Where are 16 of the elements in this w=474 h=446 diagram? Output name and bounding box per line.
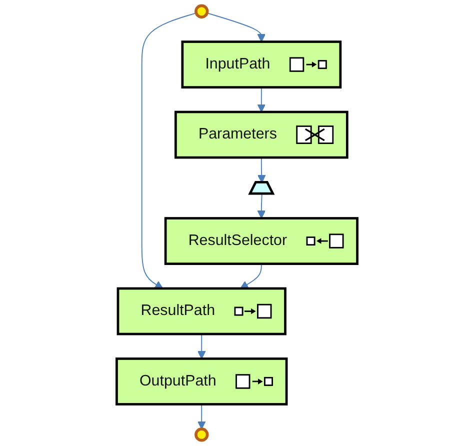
arrow xyxy=(257,157,266,184)
node-circle xyxy=(194,428,209,442)
arrow xyxy=(206,12,266,42)
arrow xyxy=(240,263,262,289)
arrow xyxy=(197,334,206,360)
arrow xyxy=(197,404,206,430)
arrow xyxy=(141,12,197,289)
node-box: InputPath xyxy=(181,40,342,88)
node-box: Parameters xyxy=(174,110,348,159)
node-box: ResultPath xyxy=(116,287,286,336)
node-box: ResultSelector xyxy=(164,217,358,265)
arrow xyxy=(257,194,266,219)
arrow xyxy=(257,86,266,112)
node-box: OutputPath xyxy=(116,358,288,406)
node-trapezoid xyxy=(248,181,275,195)
node-circle xyxy=(194,4,209,18)
